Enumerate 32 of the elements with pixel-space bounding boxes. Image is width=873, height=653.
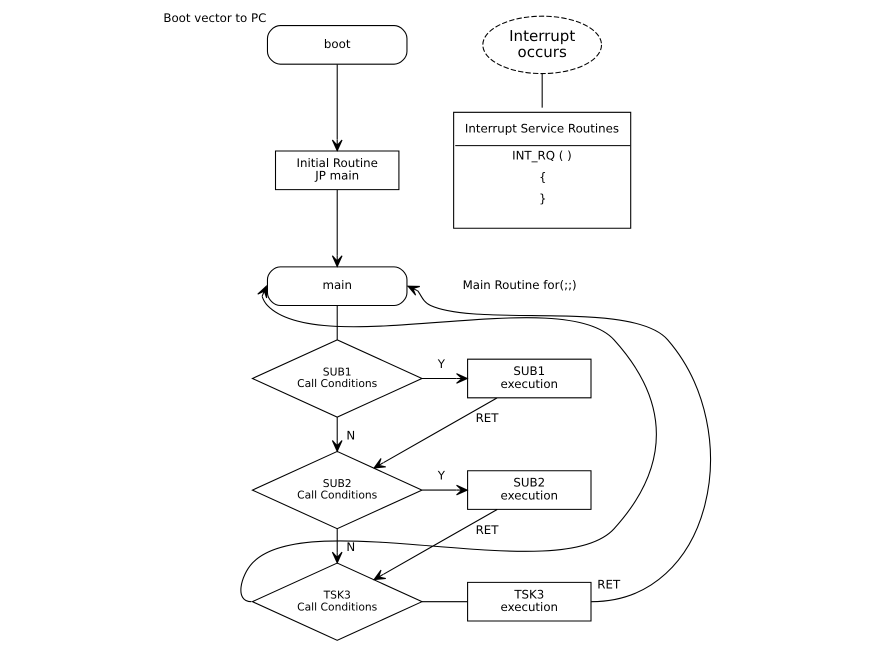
edge-label: N [346, 428, 356, 443]
node-diamond: SUB1 Call Conditions [251, 339, 424, 418]
arrow [422, 373, 468, 384]
edge-label: RET [597, 578, 620, 592]
node-box: SUB1 execution [467, 358, 592, 398]
node-box: main [266, 266, 408, 306]
edge-label: RET [476, 522, 498, 537]
arrow [332, 417, 343, 452]
arrow [240, 286, 657, 602]
arrow [332, 528, 343, 564]
node-box: boot [266, 25, 408, 65]
edge-label: Y [438, 468, 445, 483]
arrow [422, 484, 468, 496]
node-label: Boot vector to PC [163, 11, 266, 26]
connector [542, 74, 543, 108]
label: Main Routine for(;;) [462, 278, 577, 292]
node-box: TSK3 execution [467, 582, 592, 622]
arrow [374, 397, 498, 469]
connector [336, 306, 338, 340]
arrow [408, 286, 711, 602]
node-ellipse: Interrupt occurs [482, 16, 602, 74]
arrow [332, 190, 343, 268]
edge-label: RET [476, 411, 498, 426]
arrow [374, 509, 498, 580]
node-box: SUB2 execution [467, 470, 592, 510]
node-diamond: SUB2 Call Conditions [251, 450, 424, 530]
node-diamond: TSK3 Call Conditions [251, 562, 424, 641]
edge-label: N [346, 540, 356, 554]
connector [422, 601, 468, 602]
edge-label: Y [438, 356, 445, 371]
node-box: Initial Routine JP main [274, 150, 400, 190]
arrow [332, 64, 343, 152]
